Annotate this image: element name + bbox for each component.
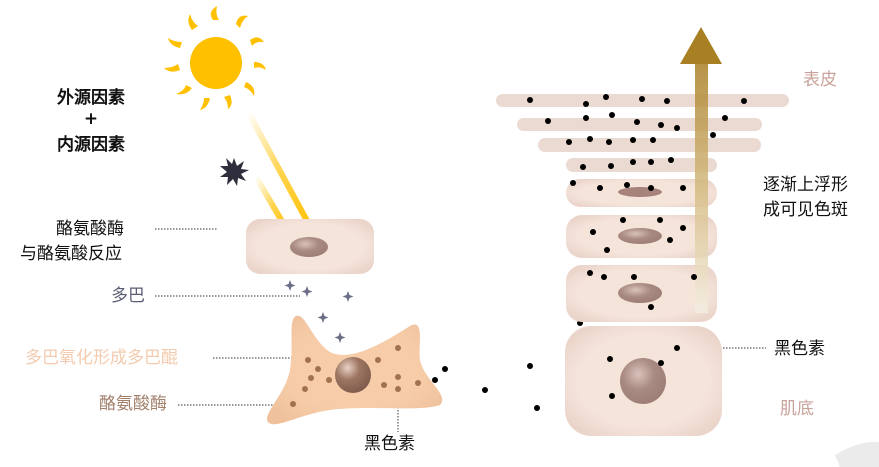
corner-watermark [835, 441, 879, 467]
dopaquinone-label: 多巴氧化形成多巴醌 [25, 348, 178, 368]
skin-layers [496, 94, 789, 436]
dopa-label: 多巴 [111, 286, 145, 306]
tyrosinase-label: 酪氨酸酶 [99, 394, 167, 414]
factors-line1: 外源因素 [57, 88, 125, 108]
pollution-burst-icon [220, 158, 249, 186]
melanin-dots-in-skin [527, 94, 747, 399]
melanin-label-right: 黑色素 [774, 339, 825, 359]
keratinocyte-reaction-cell [246, 219, 374, 274]
rise-label-line1: 逐渐上浮形 [763, 175, 848, 195]
sun-icon [164, 6, 266, 110]
dopa-sparkle-icon [284, 280, 354, 343]
reaction-label-line2: 与酪氨酸反应 [20, 244, 122, 264]
rise-label-line2: 成可见色斑 [763, 200, 848, 220]
epidermis-label: 表皮 [803, 70, 837, 90]
upward-arrow-icon [680, 27, 722, 313]
migrating-melanin-dots [432, 320, 583, 411]
melanin-label-bottom: 黑色素 [364, 434, 415, 454]
basal-label: 肌底 [780, 399, 814, 419]
factors-line2: 内源因素 [57, 135, 125, 155]
melanocyte-cell [267, 315, 443, 425]
reaction-label-line1: 酪氨酸酶 [56, 219, 124, 239]
factors-plus: + [83, 109, 99, 129]
